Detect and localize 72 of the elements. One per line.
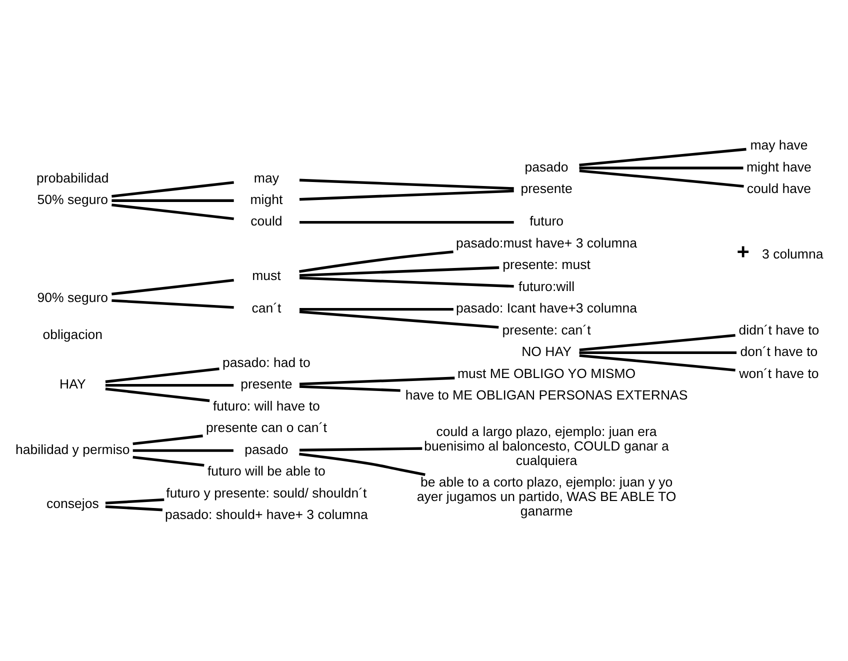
connector (299, 310, 499, 328)
node-text: might (250, 191, 283, 206)
node-text: futuro (530, 213, 564, 228)
connector (105, 498, 164, 504)
connector (132, 448, 234, 452)
node-text: can´t (252, 300, 282, 316)
node-text: 50% seguro (37, 191, 108, 206)
connector (579, 333, 736, 351)
connector (105, 387, 210, 402)
node-text: pasado: should+ have+ 3 columna (165, 506, 368, 522)
node-text: could a largo plazo, ejemplo: juan era buenisimo al baloncesto, COULD ganar a cualquiera (424, 423, 669, 468)
connector (579, 147, 746, 166)
node-text: consejos (46, 496, 99, 511)
node-text: HAY (60, 376, 86, 392)
connector (299, 266, 500, 276)
node-text: could (250, 213, 282, 228)
connector (112, 203, 234, 220)
connector (132, 455, 204, 466)
node-text: presente: can´t (502, 322, 591, 337)
label: obligacion (42, 326, 103, 342)
connector (299, 446, 422, 451)
connector (299, 384, 400, 392)
connector (299, 376, 455, 385)
node-text: must (252, 268, 281, 283)
node-text: pasado (244, 441, 288, 456)
connector (105, 367, 220, 383)
node-text: may have (750, 137, 808, 152)
connector (579, 354, 736, 372)
label: 3 columna (762, 246, 824, 261)
node-text: might have (746, 158, 812, 174)
node-text: futuro y presente: sould/ shouldn´t (166, 484, 367, 500)
node-text: presente (520, 180, 572, 196)
node-text: have to ME OBLIGAN PERSONAS EXTERNAS (405, 387, 688, 402)
node-text: habilidad y permiso (16, 441, 130, 456)
node-text: presente can o can´t (206, 420, 327, 435)
connector (299, 452, 426, 476)
node-text: futuro: will have to (212, 398, 320, 413)
node-text: pasado: Icant have+3 columna (456, 300, 638, 316)
connector (105, 504, 163, 511)
connector (299, 189, 514, 200)
node-text: won´t have to (739, 365, 819, 380)
node-text: must ME OBLIGO YO MISMO (457, 365, 636, 380)
connector (112, 278, 234, 295)
node-text: futuro:will (518, 278, 575, 294)
connector (299, 178, 514, 190)
connector (300, 220, 514, 224)
connector (300, 307, 454, 310)
connector (299, 250, 454, 272)
node-text: don´t have to (740, 344, 818, 359)
node-text: presente (240, 376, 292, 392)
connector (579, 166, 744, 169)
node-text: 90% seguro (37, 289, 108, 304)
connector (112, 180, 234, 198)
node-text: NO HAY (522, 344, 572, 359)
connector (299, 276, 514, 288)
connector (579, 169, 744, 188)
connector (112, 298, 234, 308)
connector (132, 434, 203, 445)
node-text: could have (746, 180, 812, 196)
node-text: didn´t have to (738, 322, 820, 337)
node-text: may (254, 170, 279, 185)
node-text: pasado:must have+ 3 columna (456, 234, 638, 250)
label: probabilidad (36, 170, 109, 185)
node-text: presente: must (502, 256, 590, 272)
connector (579, 350, 737, 354)
node-text: pasado: had to (222, 354, 310, 370)
node-text: be able to a corto plazo, ejemplo: juan y yo ayer jugamos un partido, WAS BE ABLE TO ganarme (416, 474, 676, 518)
connector (105, 384, 234, 386)
connector (112, 198, 234, 202)
node-text: futuro will be able to (207, 463, 326, 478)
label: + (736, 238, 750, 264)
node-text: pasado (524, 158, 568, 174)
